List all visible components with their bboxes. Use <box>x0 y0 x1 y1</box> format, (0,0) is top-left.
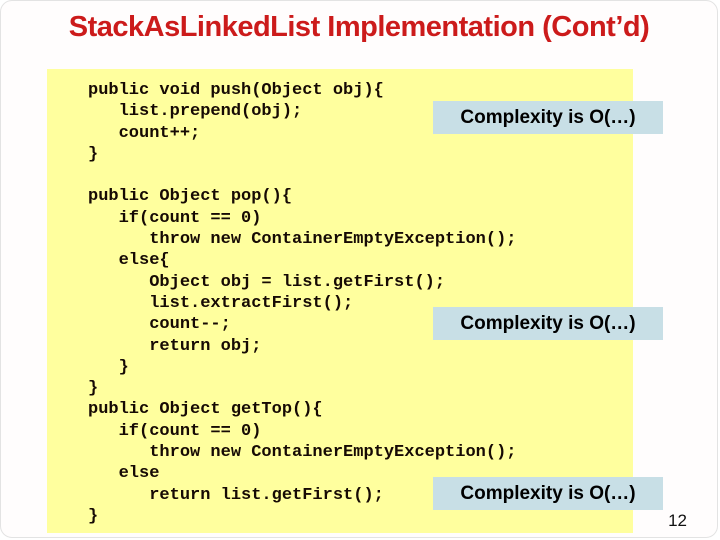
complexity-badge-pop: Complexity is O(…) <box>433 307 663 340</box>
code-panel: public void push(Object obj){ list.prepe… <box>47 69 633 533</box>
complexity-badge-gettop: Complexity is O(…) <box>433 477 663 510</box>
page-number: 12 <box>668 511 687 530</box>
slide-title: StackAsLinkedList Implementation (Cont’d… <box>68 11 650 43</box>
code-block: public void push(Object obj){ list.prepe… <box>88 81 517 526</box>
complexity-badge-push: Complexity is O(…) <box>433 101 663 134</box>
